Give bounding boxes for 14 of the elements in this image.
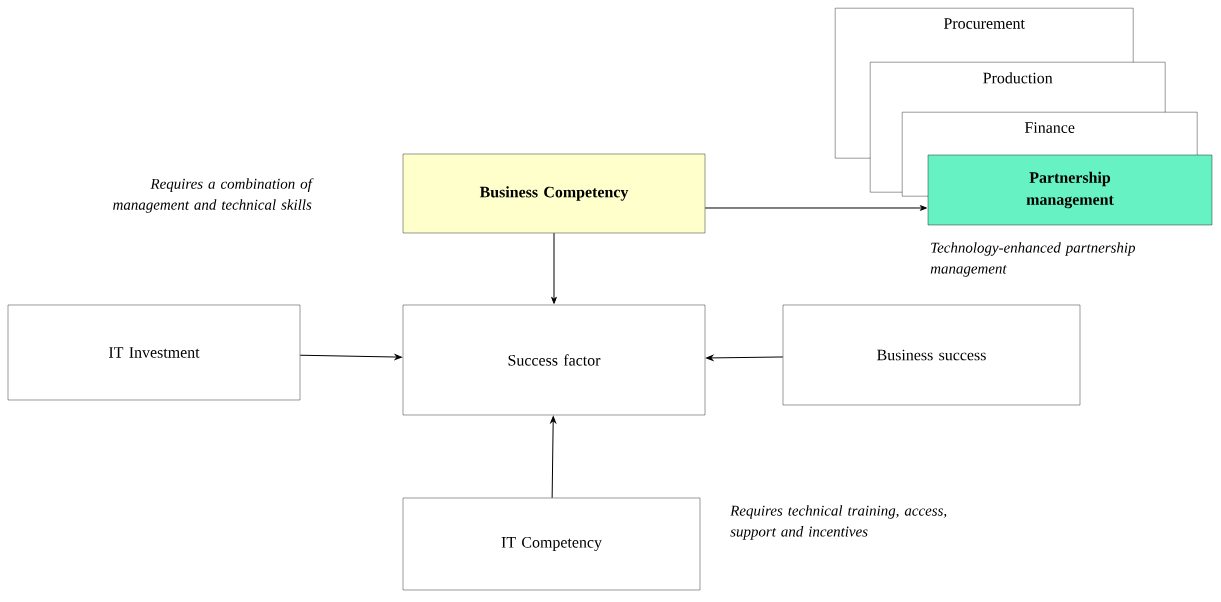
process-box: Business success bbox=[782, 304, 1081, 406]
process-box: IT Investment bbox=[7, 304, 301, 401]
process-box: IT Competency bbox=[402, 497, 701, 591]
process-box: Business Competency bbox=[402, 153, 706, 234]
arrow bbox=[551, 232, 557, 304]
arrow bbox=[550, 416, 557, 499]
process-box: Success factor bbox=[402, 304, 706, 416]
process-box: Partnership management bbox=[927, 154, 1213, 226]
arrow bbox=[706, 355, 784, 361]
note-text: Requires technical training, access, support and incentives bbox=[730, 505, 947, 540]
arrow bbox=[704, 205, 927, 211]
note-text: Technology-enhanced partnership management bbox=[930, 242, 1136, 277]
note-text: Requires a combination of management and technical skills bbox=[113, 178, 314, 213]
arrow bbox=[299, 354, 402, 360]
